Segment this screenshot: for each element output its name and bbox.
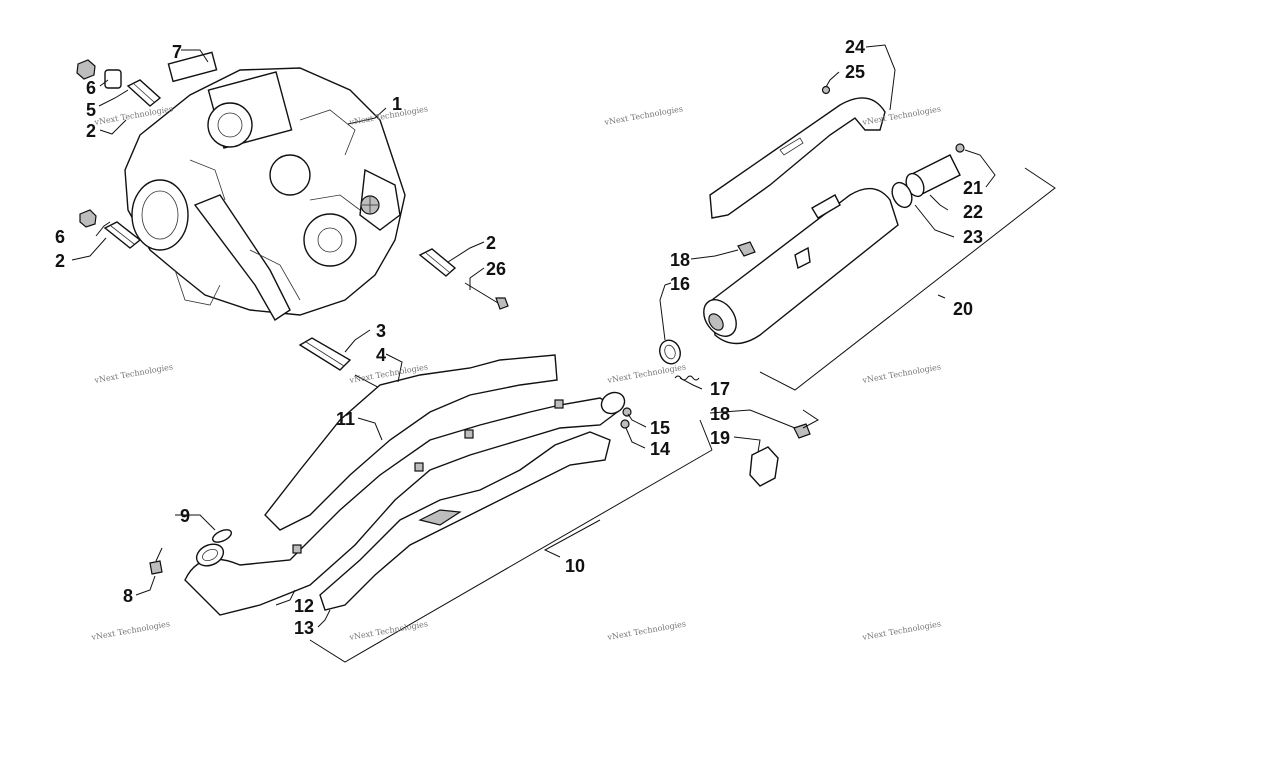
ring-gasket (659, 339, 681, 365)
watermark: vNext Technologies (861, 362, 942, 385)
callout-6-top: 6 (86, 78, 96, 98)
callout-20: 20 (953, 299, 973, 319)
callout-25: 25 (845, 62, 865, 82)
callout-18-top: 18 (670, 250, 690, 270)
callout-13: 13 (294, 618, 314, 638)
bolt-15 (622, 407, 632, 417)
engine-assembly (124, 67, 406, 321)
callout-21: 21 (963, 178, 983, 198)
muffler-bracket (749, 446, 779, 487)
callout-26: 26 (486, 259, 506, 279)
heat-shield-slot (779, 137, 804, 156)
callout-8: 8 (123, 586, 133, 606)
callout-17: 17 (710, 379, 730, 399)
muffler-assembly (703, 143, 965, 345)
bushing-18-lower (793, 423, 811, 439)
callout-10: 10 (565, 556, 585, 576)
watermark: vNext Technologies (603, 104, 684, 127)
shield-screw (821, 85, 831, 95)
callout-3: 3 (376, 321, 386, 341)
engine-fan-icon (360, 195, 380, 215)
upper-stud-set (76, 59, 162, 107)
watermark: vNext Technologies (606, 619, 687, 642)
callout-2-top: 2 (86, 121, 96, 141)
watermark: vNext Technologies (606, 362, 687, 385)
callout-6-bottom: 6 (55, 227, 65, 247)
bolt-14 (620, 419, 630, 429)
muffler-heat-shield (709, 97, 886, 219)
bushing-18-top (737, 241, 756, 257)
header-pipe-assembly (184, 354, 626, 616)
callout-19: 19 (710, 428, 730, 448)
lower-stud-set (79, 209, 142, 249)
watermark: vNext Technologies (93, 362, 174, 385)
callout-7: 7 (172, 42, 182, 62)
flange-bolt (149, 560, 163, 575)
ring-gasket-inner (664, 344, 676, 360)
callout-2-left: 2 (55, 251, 65, 271)
callout-2-right: 2 (486, 233, 496, 253)
callout-23: 23 (963, 227, 983, 247)
watermark: vNext Technologies (861, 619, 942, 642)
flange-bolt-shank (155, 547, 163, 562)
callout-16: 16 (670, 274, 690, 294)
watermark: vNext Technologies (348, 619, 429, 642)
callout-12: 12 (294, 596, 314, 616)
callout-22: 22 (963, 202, 983, 222)
leader-lines (71, 44, 1056, 663)
callout-1: 1 (392, 94, 402, 114)
spring (674, 375, 700, 381)
callout-4: 4 (376, 345, 386, 365)
watermark: vNext Technologies (90, 619, 171, 642)
callout-15: 15 (650, 418, 670, 438)
callout-11: 11 (336, 409, 355, 429)
callout-9: 9 (180, 506, 190, 526)
callout-18-bottom: 18 (710, 404, 730, 424)
callout-5: 5 (86, 100, 96, 120)
right-stud-bolt (418, 248, 509, 310)
callout-labels: 1 7 6 5 2 6 2 2 26 3 4 11 9 8 12 13 10 1… (55, 37, 983, 638)
callout-24: 24 (845, 37, 865, 57)
flange-gasket (211, 529, 233, 543)
gasket-plate (167, 51, 218, 83)
callout-14: 14 (650, 439, 670, 459)
